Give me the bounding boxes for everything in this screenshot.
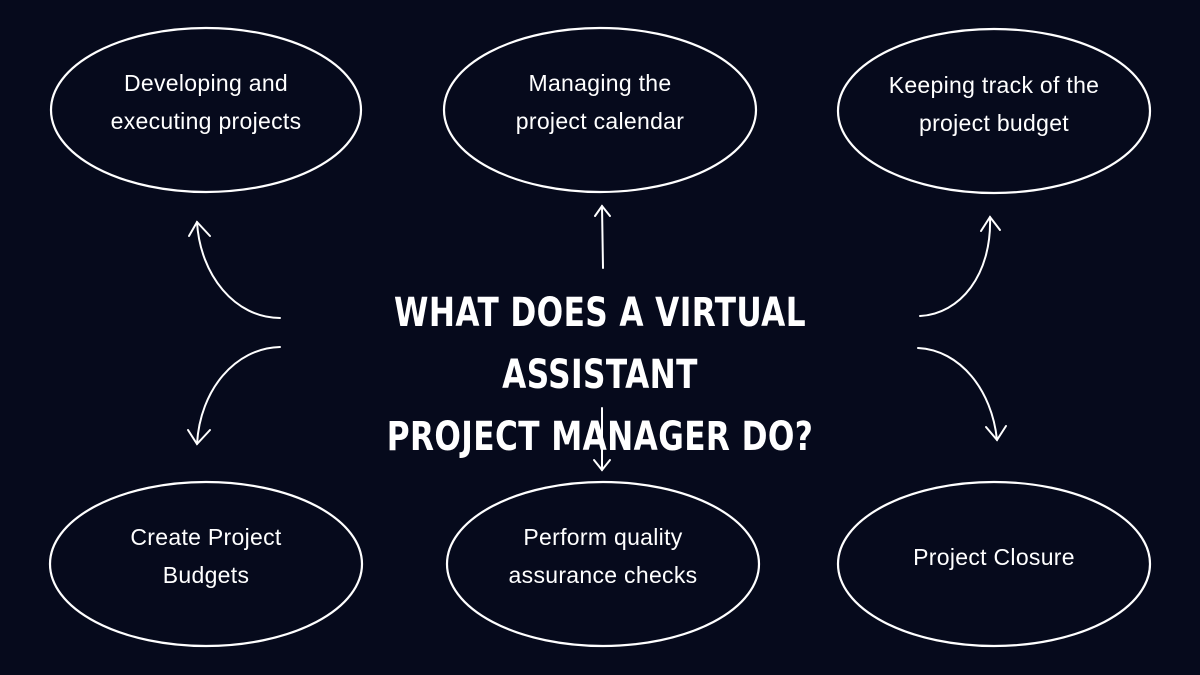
node-label: Developing and executing projects [81, 64, 331, 140]
center-title-line-2: PROJECT MANAGER DO? [386, 414, 814, 460]
node-label-line-1: Project Closure [913, 544, 1075, 570]
node-label-line-2: executing projects [110, 108, 302, 134]
node-keeping-track-project-budget: Keeping track of the project budget [838, 29, 1150, 195]
node-perform-quality-assurance-checks: Perform quality assurance checks [447, 481, 759, 647]
ellipse-top-center [442, 26, 758, 194]
ellipse-bottom-center [445, 480, 761, 648]
ellipse-top-right [836, 27, 1152, 195]
ellipse-bottom-right [836, 480, 1152, 648]
node-label: Project Closure [869, 538, 1119, 576]
node-label-line-1: Keeping track of the [888, 72, 1100, 98]
node-label-line-2: assurance checks [508, 562, 698, 588]
node-label-line-2: Budgets [162, 562, 250, 588]
arrow-down-left-icon [187, 346, 281, 446]
arrow-up-left-icon [188, 220, 281, 319]
ellipse-bottom-left [48, 480, 364, 648]
arrow-down-center-icon [593, 407, 611, 472]
node-create-project-budgets: Create Project Budgets [50, 481, 362, 647]
arrow-up-center-icon [594, 204, 611, 269]
center-title: WHAT DOES A VIRTUAL ASSISTANT PROJECT MA… [327, 282, 873, 468]
node-managing-project-calendar: Managing the project calendar [444, 28, 756, 194]
node-label: Keeping track of the project budget [859, 66, 1129, 142]
ellipse-top-left [49, 26, 363, 194]
node-label-line-2: project calendar [515, 108, 685, 134]
node-label-line-1: Managing the [528, 70, 672, 96]
center-title-line-1: WHAT DOES A VIRTUAL ASSISTANT [394, 290, 806, 398]
node-label: Create Project Budgets [81, 518, 331, 594]
node-label-line-1: Perform quality [523, 524, 683, 550]
node-project-closure: Project Closure [838, 481, 1150, 647]
node-label: Managing the project calendar [475, 64, 725, 140]
node-developing-executing-projects: Developing and executing projects [50, 28, 362, 194]
arrow-up-right-icon [919, 215, 1001, 317]
node-label-line-1: Create Project [130, 524, 282, 550]
node-label: Perform quality assurance checks [478, 518, 728, 594]
node-label-line-1: Developing and [123, 70, 289, 96]
node-label-line-2: project budget [919, 110, 1069, 136]
arrow-down-right-icon [917, 347, 1007, 442]
